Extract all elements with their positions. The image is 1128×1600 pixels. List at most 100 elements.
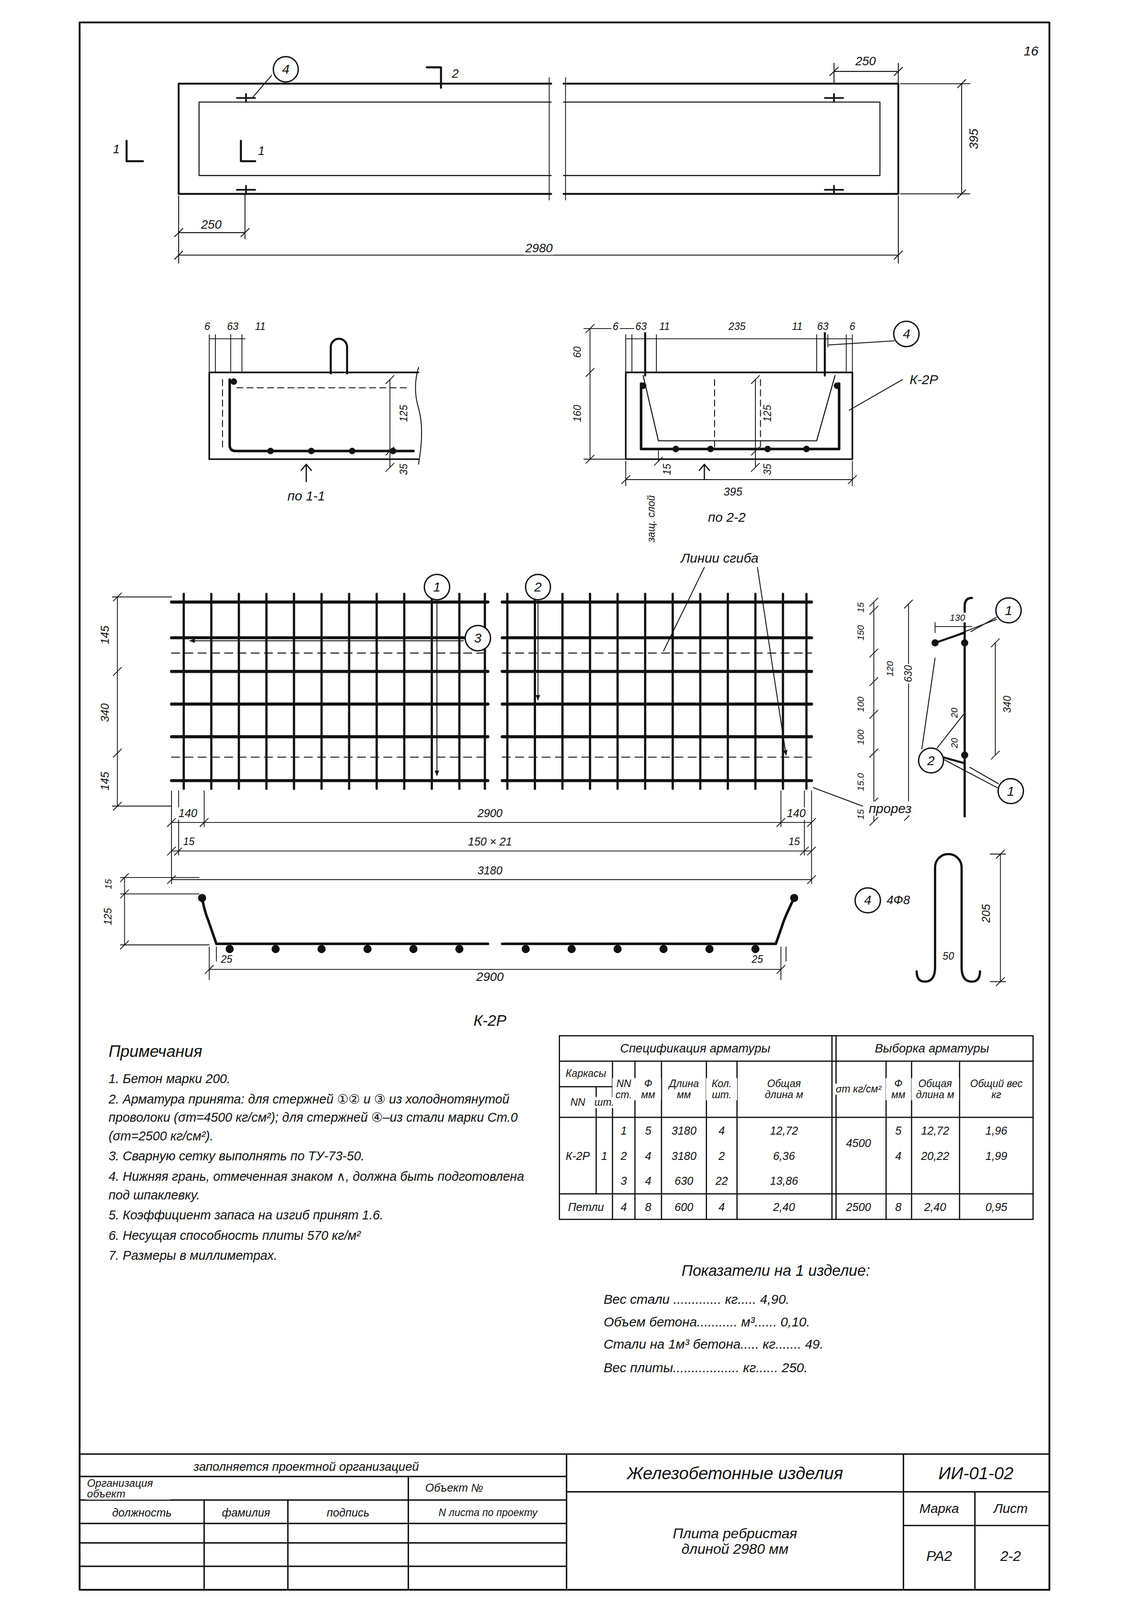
table-cell: 4 [893,1150,903,1163]
title-block-text: подпись [325,1506,371,1520]
dimension-text: 6 [202,321,212,333]
table-cell: 2 [717,1150,727,1163]
dimension-text: 15.0 [855,771,866,793]
table-cell: Длина мм [662,1077,706,1101]
table-cell: 2,40 [771,1201,797,1214]
table-cell: NN [568,1096,587,1109]
dimension-text: 15 [855,600,866,614]
view-title: по 1-1 [285,488,327,504]
table-cell: 4 [717,1124,727,1138]
callout-number: 4 [854,887,882,914]
note-text: 5. Коэффициент запаса на изгиб принят 1.… [107,1206,549,1225]
table-cell: 20,22 [919,1150,951,1163]
table-cell: 12,72 [768,1124,800,1138]
table-cell: σт кг/см² [832,1083,885,1095]
dimension-text: 100 [855,727,866,747]
dimension-text: 35 [398,462,410,477]
dimension-text: 2980 [524,241,554,255]
dimension-text: 140 [177,807,199,820]
summary-heading: Показатели на 1 изделие: [680,1262,872,1280]
table-cell: 630 [673,1175,695,1188]
callout-text: 2 [927,754,935,768]
table-cell: 8 [643,1201,653,1214]
table-cell: Кол. шт. [706,1077,738,1101]
dimension-text: 395 [967,127,981,151]
title-block-text: 2-2 [998,1549,1023,1565]
note-text: 1. Бетон марки 200. [107,1069,549,1089]
part-spec: 4Ф8 [885,893,912,907]
table-cell: 1 [619,1124,628,1138]
table-cell: 4500 [844,1137,873,1150]
summary-row: Вес плиты.................. кг...... 250… [602,1360,809,1376]
dimension-text: 15 [787,836,802,848]
table-cell: 2 [619,1150,628,1163]
table-cell: 3180 [670,1124,698,1138]
title-block-text: фамилия [220,1506,272,1520]
callout-text: 3 [473,631,482,645]
welded-mesh [112,567,863,884]
dimension-text: 15 [181,836,196,848]
callout-number: 2 [917,747,945,775]
section-mark: 2 [450,66,461,80]
title-text: Железобетонные изделия [625,1463,845,1483]
note-text: 7. Размеры в миллиметрах. [107,1246,549,1266]
table-cell: 2500 [844,1201,873,1214]
dimension-text: 63 [634,321,649,333]
dimension-text: 60 [571,345,584,360]
callout-number: 4 [272,55,300,83]
note-text: 4. Нижняя грань, отмеченная знаком ∧, до… [107,1167,549,1205]
section-mark: 1 [256,144,267,158]
callout-number: 1 [423,573,451,601]
section-mark: 1 [111,142,121,156]
dimension-text: 50 [941,950,956,962]
table-cell: 6,36 [771,1150,797,1163]
table-cell: 4 [643,1175,653,1188]
dimension-text: 15 [103,877,114,891]
table-cell: 600 [673,1201,695,1214]
table-cell: Петли [566,1201,606,1214]
callout-number: 1 [995,597,1022,624]
dimension-text: 15 [855,808,866,822]
dimension-text: 100 [855,695,866,714]
summary-row: Стали на 1м³ бетона..... кг....... 49. [602,1337,825,1352]
title-block-text: заполняется проектной организацией [192,1460,421,1474]
table-cell: 12,72 [919,1124,951,1138]
dimension-text: 250 [199,218,223,232]
document-code: ИИ-01-02 [937,1463,1015,1483]
callout-text: 2 [534,580,542,594]
dimension-text: 125 [102,906,114,927]
table-cell: 0,95 [984,1201,1009,1214]
table-cell: 3180 [670,1150,698,1163]
title-block-text: должность [110,1506,173,1520]
dimension-text: 150 [855,623,866,643]
table-cell: NN ст. [612,1077,636,1101]
dimension-text: 3180 [476,864,504,878]
callout-number: 2 [524,573,552,601]
title-block-text: Объект № [424,1481,485,1495]
dimension-text: 395 [722,485,744,499]
dimension-text: 6 [848,321,857,333]
dimension-text: 2900 [475,970,505,984]
table-cell: 3 [619,1175,628,1188]
dimension-text: 250 [853,54,878,68]
table-cell: 1 [599,1150,609,1163]
dimension-text: 140 [785,807,807,820]
table-cell: Общий вес кг [966,1077,1027,1101]
table-cell: 4 [643,1150,653,1163]
dimension-text: 11 [790,321,804,333]
note-text: 3. Сварную сетку выполнять по ТУ-73-50. [107,1147,549,1166]
note-text: 6. Несущая способность плиты 570 кг/м² [107,1226,549,1246]
plan-view [126,63,970,263]
table-header: Выборка арматуры [873,1041,991,1056]
table-cell: Общая длина м [911,1077,959,1101]
note-text: 2. Арматура принята: для стержней ①② и ③… [107,1090,549,1146]
sheet-frame [79,22,1050,1590]
dimension-text: 25 [219,953,235,966]
dimension-text: 205 [980,902,993,925]
section-2-2 [583,324,903,486]
callout-text: 4 [282,62,290,76]
part-name: К-2Р [908,372,940,388]
table-cell: Ф мм [885,1077,911,1101]
